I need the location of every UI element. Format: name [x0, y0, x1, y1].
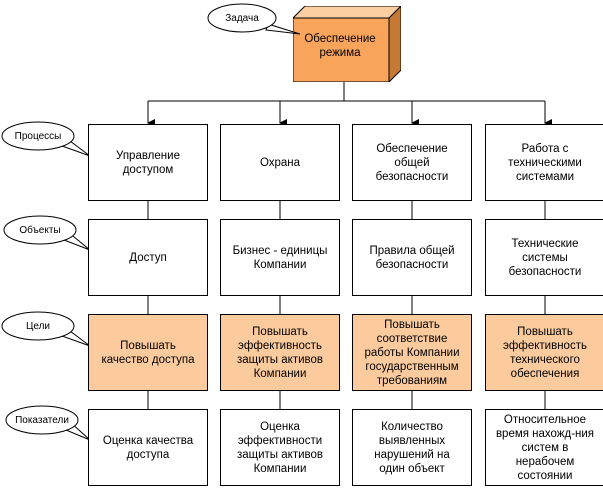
- row-label-callout-3: Цели: [1, 311, 91, 347]
- task-label: Задача: [225, 13, 259, 24]
- task-box-front-face: [293, 17, 390, 82]
- row3-col2-box: Повышать эффективность защиты активов Ко…: [220, 314, 340, 391]
- row1-col1-box: Управление доступом: [88, 124, 208, 201]
- row2-col4-box: Технические системы безопасности: [485, 219, 603, 296]
- row-label-callout-2: Объекты: [3, 215, 91, 251]
- row2-col1-box: Доступ: [88, 219, 208, 296]
- row-label-1: Процессы: [15, 131, 62, 142]
- task-label-callout: Задача: [207, 3, 301, 35]
- row4-col1-box: Оценка качества доступа: [88, 409, 208, 486]
- row4-col4-box: Относительное время нахожд-ния систем в …: [485, 409, 603, 486]
- row1-col2-box: Охрана: [220, 124, 340, 201]
- row-label-4: Показатели: [15, 415, 69, 426]
- row-label-3: Цели: [26, 321, 50, 332]
- row4-col2-box: Оценка эффективности защиты активов Комп…: [220, 409, 340, 486]
- row-label-callout-1: Процессы: [1, 121, 91, 157]
- row3-col3-box: Повышать соответствие работы Компании го…: [352, 314, 472, 391]
- row4-col3-box: Количество выявленных нарушений на один …: [352, 409, 472, 486]
- row1-col3-box: Обеспечение общей безопасности: [352, 124, 472, 201]
- task-box: [293, 6, 401, 82]
- row2-col2-box: Бизнес - единицы Компании: [220, 219, 340, 296]
- task-title: Обеспечение режима: [304, 33, 376, 59]
- row-label-callout-4: Показатели: [5, 405, 91, 441]
- row3-col4-box: Повышать эффективность технического обес…: [485, 314, 603, 391]
- row-label-2: Объекты: [19, 224, 60, 236]
- row3-col1-box: Повышать качество доступа: [88, 314, 208, 391]
- row2-col3-box: Правила общей безопасности: [352, 219, 472, 296]
- row1-col4-box: Работа с техническими системами: [485, 124, 603, 201]
